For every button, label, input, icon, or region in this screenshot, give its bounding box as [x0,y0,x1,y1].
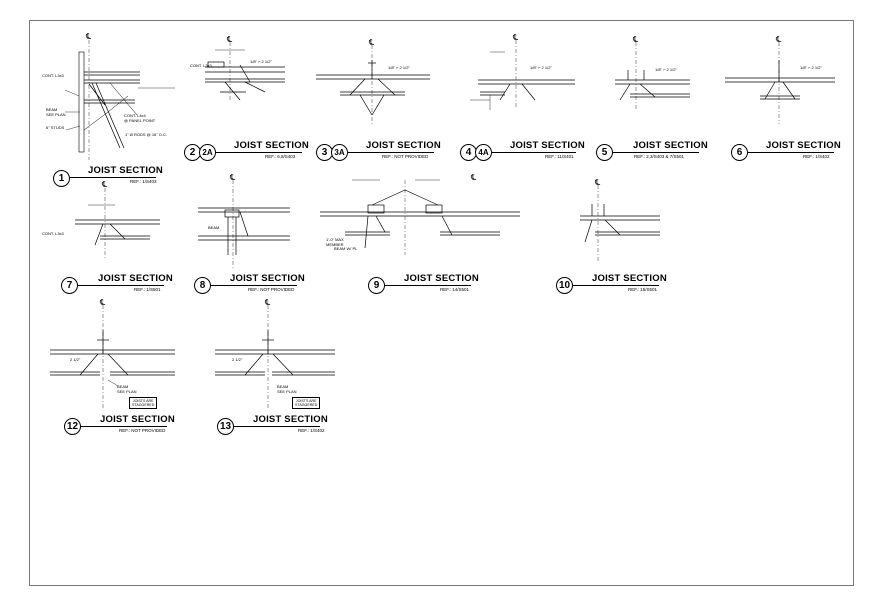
detail-12-linework [50,305,175,410]
note-cont-angle: CONT. L4x4 @ PANEL POINT [124,113,156,123]
section-ref: REF.: 1/S402 [298,428,325,433]
title-underline [348,152,434,153]
detail-9-linework [320,179,520,255]
section-title: JOIST SECTION [88,165,163,176]
centerline-symbol: ℄ [633,35,639,44]
section-number: 1 [53,170,70,187]
title-underline [78,285,164,286]
title-underline [211,285,297,286]
section-title: JOIST SECTION [253,414,328,425]
note-cont-l: CONT. L3x3 [42,231,64,236]
section-number-alt: 2A [199,144,216,161]
section-ref: REF.: 14/S501 [440,287,470,292]
note-beam: BEAM [208,225,220,230]
section-number: 12 [64,418,81,435]
section-ref: REF.: 15/S501 [628,287,658,292]
section-number-alt: 3A [331,144,348,161]
section-number: 7 [61,277,78,294]
title-underline [573,285,659,286]
title-underline [385,285,471,286]
centerline-symbol: ℄ [513,33,519,42]
centerline-symbol: ℄ [776,35,782,44]
section-ref: REF.: 11/S401 [545,154,574,159]
detail-1-linework [64,40,175,160]
detail-13-linework [215,305,335,410]
note-beam-see-plan: BEAM SEE PLAN [117,384,137,394]
section-title: JOIST SECTION [100,414,175,425]
section-ref: REF.: 1/S501 [134,287,161,292]
section-title: JOIST SECTION [633,140,708,151]
detail-7-linework [75,188,160,260]
section-number: 8 [194,277,211,294]
detail-3-linework [316,45,430,124]
centerline-symbol: ℄ [265,298,271,307]
detail-5-linework [615,42,690,110]
note-beam-see-plan: BEAM SEE PLAN [277,384,297,394]
section-ref: REF.: NOT PROVIDED [248,287,295,292]
detail-4-linework [470,40,575,110]
note-weld: 1/8" ⌐ 2 1/2" [655,67,677,72]
title-underline [81,426,167,427]
section-ref: REF.: 6,8/S403 [265,154,296,159]
centerline-symbol: ℄ [369,38,375,47]
centerline-symbol: ℄ [100,298,106,307]
note-weld: 1/8" ⌐ 2 1/2" [530,65,552,70]
detail-8-linework [198,180,290,270]
note-weld: 1/8" ⌐ 2 1/2" [388,65,410,70]
section-number: 5 [596,144,613,161]
section-ref: REF.: 1/S403 [130,179,157,184]
title-underline [216,152,302,153]
section-ref: REF.: 2,3/S403 & 7/S501 [634,154,685,159]
note-dim: 2 1/2" [70,357,81,362]
section-title: JOIST SECTION [230,273,305,284]
drawing-sheet [29,20,854,586]
title-underline [613,152,699,153]
note-weld: 1/8" ⌐ 2 1/2" [800,65,822,70]
note-max-member: 1'-0" MAX MEMBER [326,237,344,247]
section-title: JOIST SECTION [510,140,585,151]
detail-10-linework [580,185,660,262]
section-ref: REF.: 1/S402 [803,154,830,159]
section-number: 13 [217,418,234,435]
section-title: JOIST SECTION [592,273,667,284]
centerline-symbol: ℄ [595,178,601,187]
note-cont-bar: 1" Ø RODS @ 16" O.C. [125,132,168,137]
section-title: JOIST SECTION [98,273,173,284]
note-beam-pl: BEAM W/ PL [334,246,358,251]
detail-2-linework [205,42,285,102]
detail-6-linework [725,42,835,124]
centerline-symbol: ℄ [471,173,477,182]
section-number: 9 [368,277,385,294]
section-ref: REF.: NOT PROVIDED [119,428,166,433]
note-weld: 1/8" ⌐ 2 1/2" [250,59,272,64]
centerline-symbol: ℄ [227,35,233,44]
centerline-symbol: ℄ [86,32,92,41]
section-title: JOIST SECTION [766,140,841,151]
note-cont-l: CONT. L3x3 [190,63,212,68]
title-underline [748,152,834,153]
note-beam-see-plan: BEAM SEE PLAN [46,107,66,117]
section-title: JOIST SECTION [404,273,479,284]
centerline-symbol: ℄ [230,173,236,182]
note-dim: 2 1/2" [232,357,243,362]
section-number: 10 [556,277,573,294]
section-title: JOIST SECTION [234,140,309,151]
title-underline [492,152,576,153]
note-joists-staggered: JOISTS ARE STAGGERED [292,397,321,410]
note-joists-staggered: JOISTS ARE STAGGERED [129,397,158,410]
section-title: JOIST SECTION [366,140,441,151]
title-underline [70,177,156,178]
centerline-symbol: ℄ [102,180,108,189]
section-ref: REF.: NOT PROVIDED [382,154,429,159]
title-underline [234,426,320,427]
note-studs: 6" STUDS [46,125,65,130]
section-number-alt: 4A [475,144,492,161]
section-number: 6 [731,144,748,161]
section-number: 3 [316,144,333,161]
note-cont-l: CONT. L3x3 [42,73,64,78]
